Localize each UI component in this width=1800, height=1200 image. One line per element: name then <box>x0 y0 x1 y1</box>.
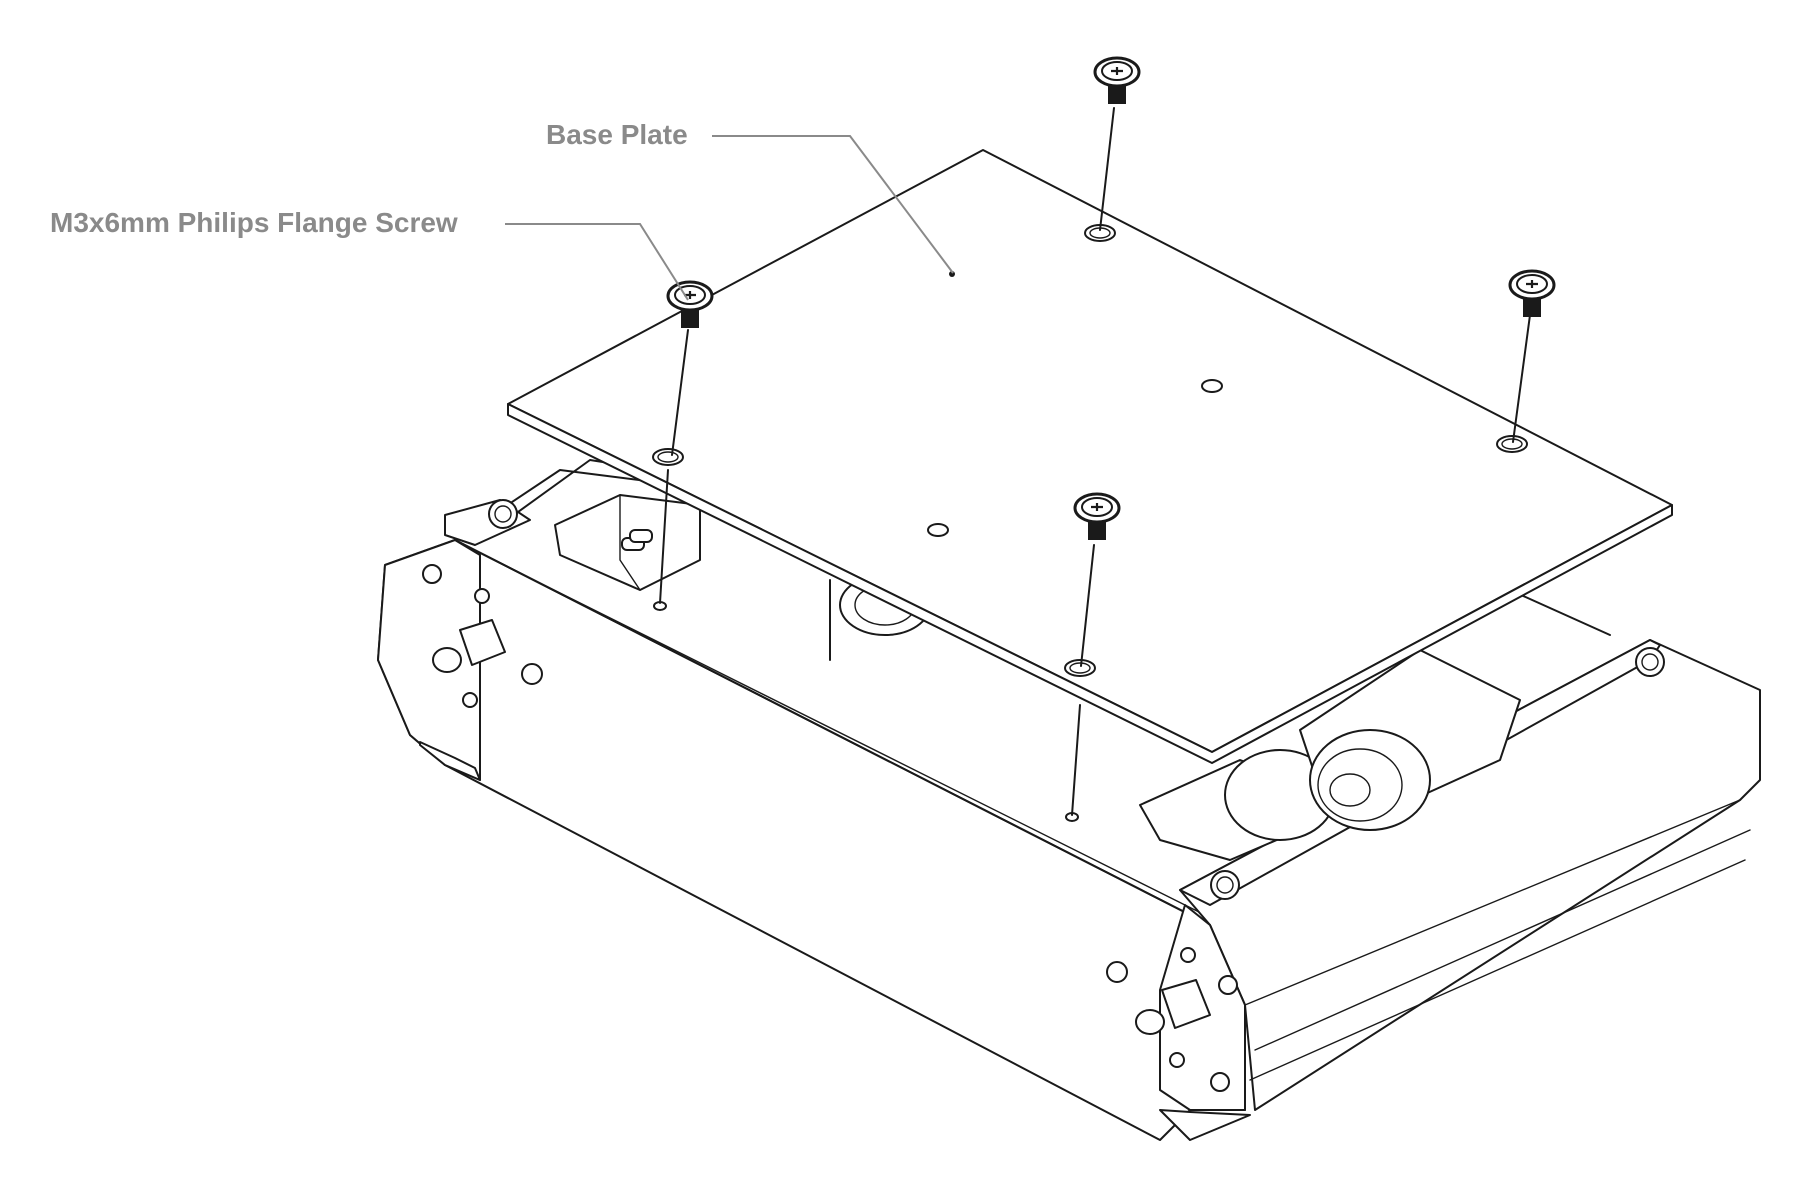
base-plate-edge <box>507 403 1673 764</box>
base-plate-label: Base Plate <box>546 119 688 150</box>
chassis-internals <box>554 494 1521 861</box>
base-plate <box>507 149 1673 764</box>
screw-axis-lines <box>659 107 1531 816</box>
screws-group <box>666 56 1556 540</box>
right-shaft <box>1135 979 1211 1035</box>
chassis-left-foot <box>419 741 481 781</box>
connector <box>621 529 653 551</box>
chassis-screw-front <box>1210 870 1240 900</box>
chassis-right-foot <box>1159 1109 1251 1141</box>
right-end-details <box>1106 947 1238 1092</box>
internal-wheel-right-a <box>1139 749 1336 861</box>
chassis-left-bracket <box>444 499 531 546</box>
chassis-screw-right <box>1635 647 1665 677</box>
screw-label: M3x6mm Philips Flange Screw <box>50 207 458 238</box>
flange-screw-2 <box>666 280 714 328</box>
left-end-details <box>422 564 543 708</box>
leader-screw <box>505 223 689 301</box>
flange-screw-4 <box>1073 492 1121 540</box>
flange-screw-1 <box>1093 56 1141 104</box>
plate-hole-5 <box>1201 379 1223 393</box>
left-shaft <box>432 619 506 673</box>
leader-base-plate <box>712 135 954 274</box>
plate-hole-6 <box>927 523 949 537</box>
chassis-screw-left <box>488 499 518 529</box>
flange-screw-3 <box>1508 269 1556 317</box>
